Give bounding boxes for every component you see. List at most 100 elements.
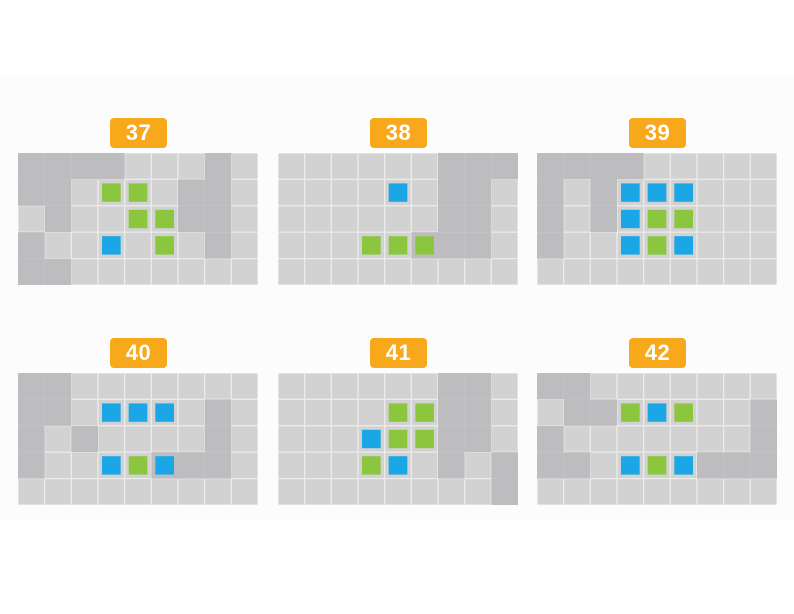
wall-piece[interactable] <box>537 373 564 400</box>
blue-token[interactable] <box>362 429 381 449</box>
green-token[interactable] <box>128 456 148 475</box>
wall-piece[interactable] <box>464 153 492 180</box>
wall-piece[interactable] <box>590 179 617 206</box>
wall-piece[interactable] <box>590 153 617 180</box>
wall-piece[interactable] <box>537 232 564 259</box>
green-token[interactable] <box>128 183 148 202</box>
wall-piece[interactable] <box>438 153 465 180</box>
green-token[interactable] <box>362 456 381 475</box>
wall-piece[interactable] <box>44 399 72 426</box>
wall-piece[interactable] <box>204 452 232 479</box>
puzzle-card-37[interactable]: 37 <box>18 118 258 286</box>
wall-piece[interactable] <box>438 205 465 233</box>
wall-piece[interactable] <box>18 258 45 285</box>
wall-piece[interactable] <box>590 205 617 233</box>
green-token[interactable] <box>647 209 667 229</box>
wall-piece[interactable] <box>44 205 72 233</box>
wall-piece[interactable] <box>98 153 125 180</box>
wall-piece[interactable] <box>723 452 751 479</box>
wall-piece[interactable] <box>537 452 564 479</box>
wall-piece[interactable] <box>44 179 72 206</box>
green-token[interactable] <box>415 403 434 422</box>
blue-token[interactable] <box>102 403 121 422</box>
green-token[interactable] <box>674 209 693 229</box>
puzzle-card-42[interactable]: 42 <box>537 338 777 506</box>
wall-piece[interactable] <box>18 232 45 259</box>
wall-piece[interactable] <box>178 205 205 233</box>
blue-token[interactable] <box>155 456 174 475</box>
wall-piece[interactable] <box>18 399 45 426</box>
wall-piece[interactable] <box>464 425 492 453</box>
green-token[interactable] <box>674 403 693 422</box>
blue-token[interactable] <box>102 456 121 475</box>
green-token[interactable] <box>647 456 667 475</box>
wall-piece[interactable] <box>464 205 492 233</box>
blue-token[interactable] <box>621 236 640 255</box>
blue-token[interactable] <box>128 403 148 422</box>
wall-piece[interactable] <box>464 232 492 259</box>
wall-piece[interactable] <box>44 153 72 180</box>
wall-piece[interactable] <box>204 232 232 259</box>
green-token[interactable] <box>388 429 408 449</box>
green-token[interactable] <box>415 236 434 255</box>
wall-piece[interactable] <box>537 205 564 233</box>
wall-piece[interactable] <box>178 179 205 206</box>
puzzle-card-40[interactable]: 40 <box>18 338 258 506</box>
wall-piece[interactable] <box>44 258 72 285</box>
wall-piece[interactable] <box>438 373 465 400</box>
blue-token[interactable] <box>647 183 667 202</box>
green-token[interactable] <box>128 209 148 229</box>
wall-piece[interactable] <box>750 399 777 426</box>
puzzle-board[interactable] <box>278 373 518 505</box>
wall-piece[interactable] <box>71 425 98 453</box>
green-token[interactable] <box>415 429 434 449</box>
wall-piece[interactable] <box>438 179 465 206</box>
blue-token[interactable] <box>647 403 667 422</box>
blue-token[interactable] <box>674 236 693 255</box>
green-token[interactable] <box>102 183 121 202</box>
wall-piece[interactable] <box>178 452 205 479</box>
blue-token[interactable] <box>155 403 174 422</box>
wall-piece[interactable] <box>464 179 492 206</box>
wall-piece[interactable] <box>18 179 45 206</box>
blue-token[interactable] <box>102 236 121 255</box>
blue-token[interactable] <box>621 456 640 475</box>
blue-token[interactable] <box>674 456 693 475</box>
green-token[interactable] <box>155 236 174 255</box>
wall-piece[interactable] <box>563 373 591 400</box>
wall-piece[interactable] <box>464 373 492 400</box>
wall-piece[interactable] <box>438 399 465 426</box>
blue-token[interactable] <box>621 183 640 202</box>
green-token[interactable] <box>647 236 667 255</box>
wall-piece[interactable] <box>563 452 591 479</box>
green-token[interactable] <box>362 236 381 255</box>
wall-piece[interactable] <box>204 179 232 206</box>
wall-piece[interactable] <box>204 399 232 426</box>
green-token[interactable] <box>388 403 408 422</box>
wall-piece[interactable] <box>438 232 465 259</box>
puzzle-board[interactable] <box>537 153 777 285</box>
wall-piece[interactable] <box>563 399 591 426</box>
wall-piece[interactable] <box>18 153 45 180</box>
puzzle-card-41[interactable]: 41 <box>278 338 518 506</box>
puzzle-board[interactable] <box>537 373 777 505</box>
wall-piece[interactable] <box>438 452 465 479</box>
wall-piece[interactable] <box>697 452 724 479</box>
wall-piece[interactable] <box>750 425 777 453</box>
wall-piece[interactable] <box>44 373 72 400</box>
wall-piece[interactable] <box>18 373 45 400</box>
wall-piece[interactable] <box>563 153 591 180</box>
green-token[interactable] <box>621 403 640 422</box>
wall-piece[interactable] <box>18 425 45 453</box>
puzzle-board[interactable] <box>18 373 258 505</box>
wall-piece[interactable] <box>617 153 644 180</box>
wall-piece[interactable] <box>537 425 564 453</box>
wall-piece[interactable] <box>204 205 232 233</box>
wall-piece[interactable] <box>537 179 564 206</box>
wall-piece[interactable] <box>590 399 617 426</box>
wall-piece[interactable] <box>18 452 45 479</box>
wall-piece[interactable] <box>438 425 465 453</box>
wall-piece[interactable] <box>204 153 232 180</box>
wall-piece[interactable] <box>491 153 518 180</box>
blue-token[interactable] <box>388 456 408 475</box>
